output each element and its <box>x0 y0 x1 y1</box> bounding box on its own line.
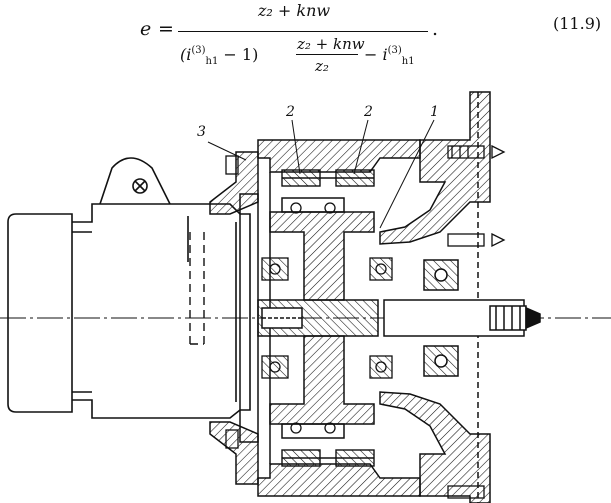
main-fraction-bar <box>178 31 428 32</box>
equation-equals-sign: = <box>158 18 174 40</box>
inner-fraction-numerator: z₂ + knw <box>297 35 365 53</box>
equation-period: . <box>432 18 439 40</box>
gearbox-motor-drawing: 3 2 2 1 <box>0 82 611 503</box>
denominator-right-minus-i: − i <box>364 45 388 64</box>
denominator-left-superscript: (3) <box>191 45 206 56</box>
denominator-right-superscript: (3) <box>387 45 402 56</box>
ring-gears <box>281 169 375 467</box>
bearings <box>261 202 393 434</box>
callout-leaders <box>207 119 435 229</box>
inner-fraction-bar <box>296 54 358 55</box>
equation-number: (11.9) <box>553 14 602 33</box>
callout-3: 3 <box>197 124 206 140</box>
denominator-right-term: − i(3)h1 <box>364 45 415 67</box>
equation-numerator: z₂ + knw <box>258 1 331 20</box>
denominator-left-open: (i <box>180 45 192 64</box>
output-housing <box>379 91 491 503</box>
flange-bolts <box>225 144 506 499</box>
terminal-lead <box>189 232 205 345</box>
sun-gear-shaft <box>257 299 379 337</box>
callout-1: 1 <box>430 104 439 120</box>
lifting-eye <box>99 157 171 205</box>
equation-11-9: e = z₂ + knw (i(3)h1 − 1) z₂ + knw z₂ − … <box>0 0 611 78</box>
denominator-right-subscript: h1 <box>401 56 415 67</box>
inner-fraction-denominator: z₂ <box>315 57 329 75</box>
denominator-left-term: (i(3)h1 − 1) <box>180 45 258 67</box>
output-shaft <box>383 259 541 377</box>
equation-lhs: e <box>140 18 152 40</box>
denominator-left-tail: − 1) <box>218 45 259 64</box>
callout-2-right: 2 <box>364 104 373 120</box>
callout-2-left: 2 <box>286 104 295 120</box>
denominator-left-subscript: h1 <box>205 56 219 67</box>
electric-motor <box>7 203 251 419</box>
technical-cross-section-svg <box>0 91 611 503</box>
